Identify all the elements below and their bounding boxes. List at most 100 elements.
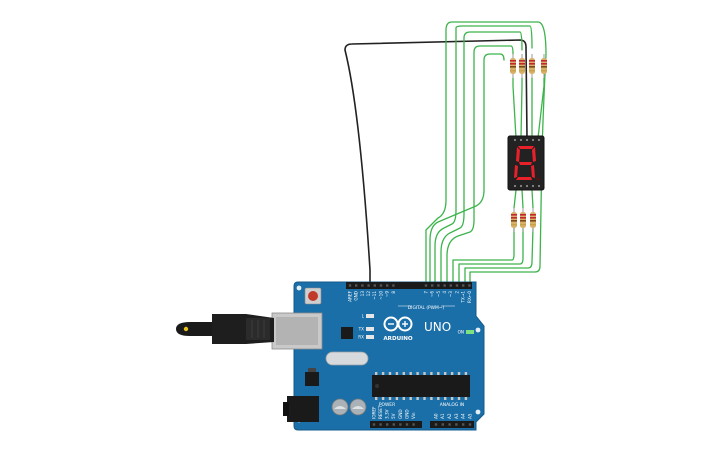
header-pin[interactable] [431,284,434,287]
wire-pin-d6[interactable] [446,45,514,285]
digital-header [346,282,472,289]
header-pin[interactable] [392,423,395,426]
power-header [370,421,422,428]
header-pin[interactable] [405,423,409,426]
led-label-rx: RX [358,335,364,340]
wire-pin-d8[interactable] [434,25,533,285]
seven-segment-display[interactable] [507,135,545,191]
pin-label: ~6 [430,291,435,298]
pin-label: 5V [391,413,396,419]
header-pin[interactable] [449,284,452,287]
wire-res-to-display-d [537,77,545,139]
segment-d [516,177,532,180]
header-pin[interactable] [434,423,438,426]
segment-a [518,146,534,149]
resistor-bottom-2[interactable] [520,208,526,232]
wire-pin-d4[interactable] [458,227,524,285]
segment-b [532,147,536,162]
atmega-microcontroller [372,372,470,400]
header-pin[interactable] [455,423,458,426]
capacitor-1 [331,398,349,416]
on-label: ON [458,330,464,335]
wire-display-to-res-f [521,189,524,209]
analog-label: ANALOG IN [440,402,464,408]
wire-pin-d9[interactable] [429,53,505,285]
header-pin[interactable] [372,423,376,426]
digital-header-label: DIGITAL (PWM~) [408,305,445,311]
header-pin[interactable] [355,284,358,287]
header-pin[interactable] [468,423,472,426]
usb-chip [341,327,353,339]
header-pin[interactable] [367,284,370,287]
pin-label: GND [404,409,409,419]
arduino-logo-icon [383,316,413,332]
header-pin[interactable] [424,284,428,287]
power-label: POWER [379,402,395,408]
pin-label: IOREF [371,406,376,419]
wire-pin-d5[interactable] [452,227,515,285]
pin-label: A1 [440,413,445,419]
header-pin[interactable] [443,284,446,287]
pin-label: ~3 [448,291,453,298]
header-pin[interactable] [462,423,465,426]
led-label-l: L [362,314,365,319]
power-jack[interactable] [283,396,319,422]
led-label-tx: TX [358,327,365,332]
resistor-top-3[interactable] [529,54,535,78]
power-led: ON [458,330,474,335]
header-pin[interactable] [386,423,389,426]
header-pin[interactable] [392,284,395,287]
resistor-top-2[interactable] [519,54,525,78]
wire-pin-d7[interactable] [440,31,523,285]
segment-g [519,162,532,165]
header-pin[interactable] [462,284,465,287]
usb-connector[interactable] [271,312,323,350]
wire-res-to-display-a [512,77,517,139]
brand-label: ARDUINO [383,336,413,342]
pin-label: 12 [366,291,371,297]
header-pin[interactable] [437,284,440,287]
usb-cable[interactable] [176,314,274,344]
pin-label: ~11 [372,291,377,300]
header-pin[interactable] [468,284,471,287]
pin-label: A3 [454,413,459,419]
wire-display-to-res-g [531,189,534,209]
header-pin[interactable] [448,423,451,426]
pin-label: A5 [467,413,472,419]
pin-label: ~9 [385,291,390,298]
header-pin[interactable] [386,284,389,287]
pin-label: GND [354,291,359,301]
wire-pin-d2[interactable] [425,21,547,285]
crystal-oscillator [325,351,369,366]
resistor-top-1[interactable] [510,54,516,78]
pin-label: A2 [447,413,452,419]
pin-label: 8 [391,291,396,294]
pin-label: 2 [454,291,459,294]
wire-res-to-display-b [520,77,523,139]
header-pin[interactable] [441,423,444,426]
header-pin[interactable] [399,423,402,426]
resistor-bottom-1[interactable] [511,208,517,232]
header-pin[interactable] [379,284,383,287]
header-pin[interactable] [348,284,352,287]
header-pin[interactable] [455,284,459,287]
pin-label: 7 [423,291,428,294]
header-pin[interactable] [373,284,376,287]
gnd-wire[interactable] [344,39,528,285]
wire-display-to-res-e [513,189,517,209]
voltage-regulator [305,368,319,386]
resistors [510,54,547,232]
model-label: UNO [424,320,451,334]
header-pin[interactable] [412,423,415,426]
pin-label: 3.3V [385,409,390,419]
segment-c [531,165,535,178]
resistor-top-4[interactable] [541,54,547,78]
reset-button[interactable] [304,287,322,305]
header-pin[interactable] [361,284,364,287]
wire-pin-d3[interactable] [464,227,534,285]
resistor-bottom-3[interactable] [530,208,536,232]
pin-label: Vin [411,412,416,419]
header-pin[interactable] [379,423,382,426]
